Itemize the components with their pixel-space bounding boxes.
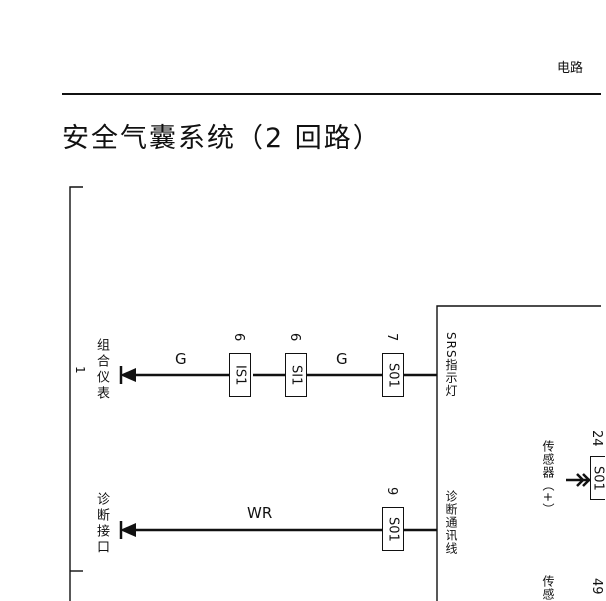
header-rule — [62, 93, 601, 95]
connector-s01-diagnostic-pin: 9 — [384, 487, 399, 496]
control-unit-outline — [436, 305, 601, 601]
diagnostic-terminal-arrow — [119, 521, 136, 539]
sensor-wire — [566, 473, 591, 487]
page-title: 安全气囊系统（2 回路） — [62, 123, 382, 154]
connector-si1-pin: 6 — [287, 333, 302, 342]
wire-color-g-left: G — [175, 350, 187, 368]
left-frame-bracket — [69, 186, 83, 601]
connector-s01-sensor: S01 — [590, 456, 606, 500]
sensor-plus-label: 传感器（+） — [541, 440, 555, 517]
diagnostic-port-label: 诊断接口 — [94, 492, 109, 556]
connector-si1: SI1 — [285, 353, 307, 397]
wire-color-wr: WR — [247, 504, 273, 522]
meter-terminal-arrow — [119, 366, 136, 384]
connector-s01-indicator: S01 — [382, 353, 404, 397]
section-label: 电路 — [557, 61, 584, 76]
srs-indicator-label: SRS指示灯 — [444, 332, 458, 398]
diagnostic-line-label: 诊断通讯线 — [444, 490, 458, 555]
wire-color-g-right: G — [336, 350, 348, 368]
connector-s01-indicator-pin: 7 — [384, 333, 399, 342]
connector-is1-pin: 6 — [231, 333, 246, 342]
connector-s01-sensor-lower-pin: 49 — [589, 578, 604, 595]
connector-s01-diagnostic: S01 — [382, 507, 404, 551]
connector-is1: IS1 — [229, 353, 251, 397]
combination-meter-label: 组合仪表 — [94, 338, 109, 402]
frame-number: 1 — [73, 366, 87, 375]
sensor-label-cropped: 传感 — [541, 575, 555, 601]
connector-s01-sensor-pin: 24 — [589, 430, 604, 447]
